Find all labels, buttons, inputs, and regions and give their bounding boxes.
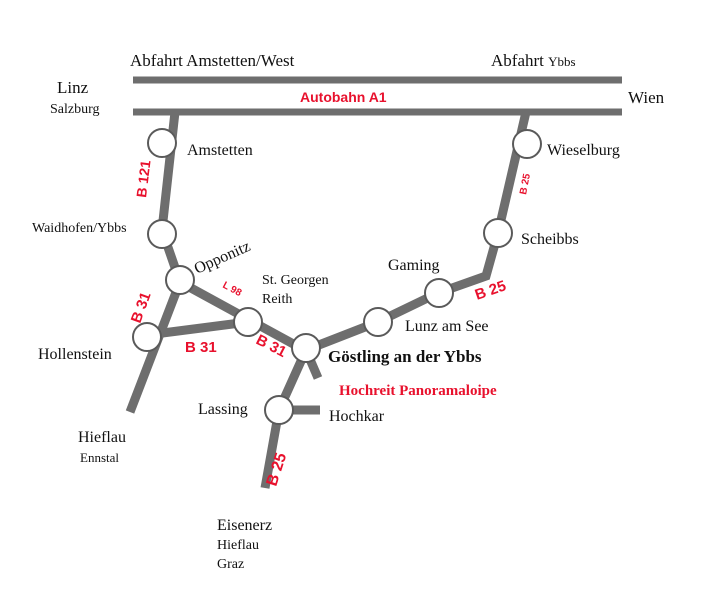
label-l98: L 98 [221, 280, 244, 299]
label-st-georgen: St. Georgen [262, 273, 329, 288]
node-waidhofen [147, 219, 177, 249]
label-linz: Linz [57, 78, 89, 97]
label-east-exit: Abfahrt Ybbs [491, 51, 576, 70]
node-amstetten [147, 128, 177, 158]
label-b121: B 121 [133, 159, 153, 198]
road-b31-cross [146, 317, 249, 340]
label-west-exit: Abfahrt Amstetten/West [130, 51, 295, 70]
node-scheibbs [483, 218, 513, 248]
node-lassing [264, 395, 294, 425]
label-waidhofen: Waidhofen/Ybbs [32, 221, 127, 236]
label-salzburg: Salzburg [50, 102, 100, 117]
label-opponitz: Opponitz [192, 238, 253, 278]
label-reith: Reith [262, 292, 292, 307]
label-goestling: Göstling an der Ybbs [328, 347, 482, 366]
label-eisenerz: Eisenerz [217, 517, 272, 534]
label-amstetten: Amstetten [187, 142, 253, 159]
label-b31-west: B 31 [128, 290, 155, 326]
node-goestling [291, 333, 321, 363]
label-b25-north: B 25 [518, 172, 533, 195]
label-wieselburg: Wieselburg [547, 142, 620, 159]
node-st-georgen [233, 307, 263, 337]
label-hochkar: Hochkar [329, 408, 385, 425]
label-hieflau-south: Hieflau [217, 538, 259, 553]
node-lunz [363, 307, 393, 337]
label-hollenstein: Hollenstein [38, 346, 112, 363]
node-hollenstein [132, 322, 162, 352]
node-gaming [424, 278, 454, 308]
label-ennstal: Ennstal [80, 450, 119, 465]
label-autobahn: Autobahn A1 [300, 89, 387, 105]
node-wieselburg [512, 129, 542, 159]
label-b31-mid: B 31 [185, 339, 217, 356]
label-wien: Wien [628, 88, 665, 107]
label-hieflau: Hieflau [78, 429, 126, 446]
label-scheibbs: Scheibbs [521, 231, 579, 248]
label-graz: Graz [217, 557, 244, 572]
label-hochreit: Hochreit Panoramaloipe [339, 383, 497, 399]
node-opponitz [165, 265, 195, 295]
label-gaming: Gaming [388, 257, 440, 274]
label-lassing: Lassing [198, 401, 248, 418]
label-lunz: Lunz am See [405, 318, 489, 335]
